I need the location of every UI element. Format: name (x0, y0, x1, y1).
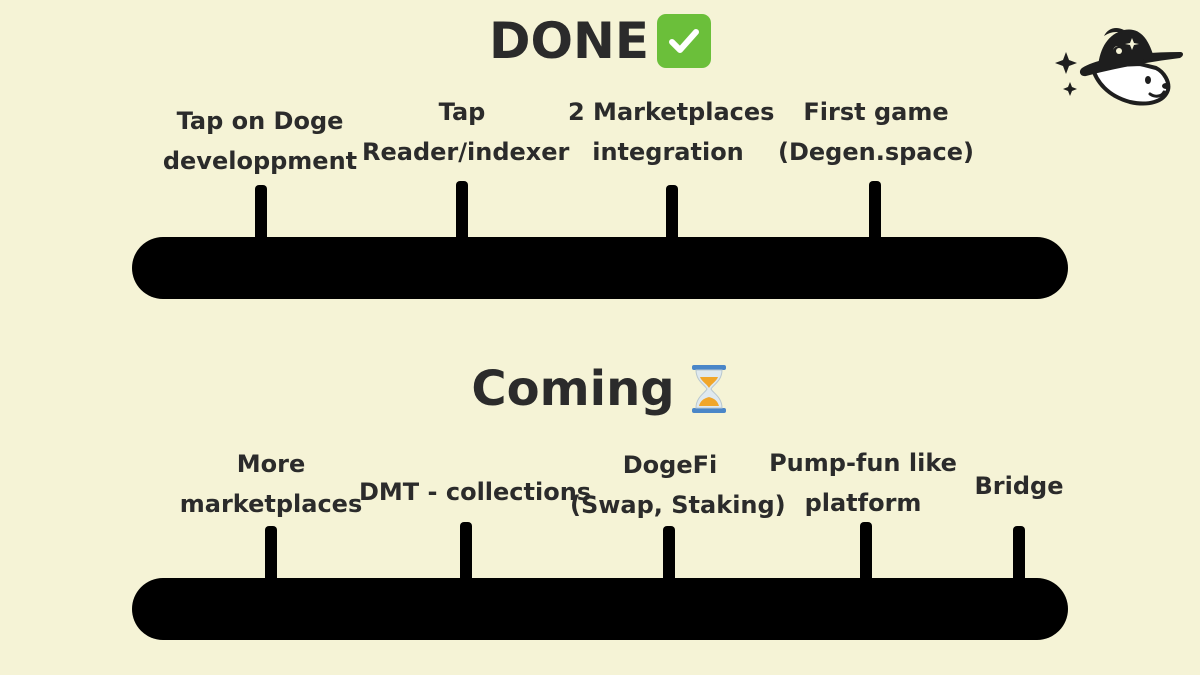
milestone-label-line1: DogeFi (622, 451, 718, 479)
done-milestone-1: Tap on Doge developpment (160, 101, 360, 181)
milestone-label-line2: (Degen.space) (778, 138, 974, 166)
milestone-label-line1: Bridge (974, 472, 1064, 500)
done-milestone-2: Tap Reader/indexer (362, 92, 570, 172)
milestone-label-line2: developpment (162, 147, 358, 175)
wizard-doge-logo (1052, 22, 1186, 112)
done-milestone-4: First game (Degen.space) (776, 92, 976, 172)
done-tick-3 (666, 185, 678, 245)
hourglass-icon (689, 363, 729, 415)
coming-title: Coming (471, 361, 675, 417)
coming-tick-2 (460, 522, 472, 586)
milestone-label-line1: First game (803, 98, 949, 126)
coming-heading: Coming (0, 358, 1200, 420)
coming-milestone-4: Pump-fun like platform (763, 443, 963, 523)
coming-milestone-5: Bridge (919, 466, 1119, 506)
done-title: DONE (488, 12, 649, 70)
done-timeline-bar (132, 237, 1068, 299)
milestone-label-line1: Pump-fun like (769, 449, 957, 477)
milestone-label-line1: 2 Marketplaces (568, 98, 775, 126)
coming-tick-3 (663, 526, 675, 586)
milestone-label-line2: (Swap, Staking) (570, 491, 786, 519)
done-milestone-3: 2 Marketplaces integration (568, 92, 775, 172)
done-tick-2 (456, 181, 468, 245)
coming-timeline-bar (132, 578, 1068, 640)
milestone-label-line1: DMT - collections (359, 478, 592, 506)
coming-tick-1 (265, 526, 277, 586)
done-heading: DONE (0, 8, 1200, 74)
milestone-label-line1: Tap on Doge (176, 107, 344, 135)
check-mark-icon (657, 14, 711, 68)
milestone-label-line2: Reader/indexer (362, 138, 570, 166)
coming-tick-5 (1013, 526, 1025, 586)
done-tick-4 (869, 181, 881, 245)
milestone-label-line1: Tap (438, 98, 486, 126)
coming-milestone-3: DogeFi (Swap, Staking) (570, 445, 786, 525)
coming-milestone-2: DMT - collections (359, 472, 592, 512)
milestone-label-line2: platform (804, 489, 922, 517)
coming-milestone-1: More marketplaces (171, 444, 371, 524)
done-tick-1 (255, 185, 267, 245)
milestone-label-line1: More (236, 450, 306, 478)
milestone-label-line2: integration (592, 138, 744, 166)
milestone-label-line2: marketplaces (179, 490, 363, 518)
coming-tick-4 (860, 522, 872, 586)
